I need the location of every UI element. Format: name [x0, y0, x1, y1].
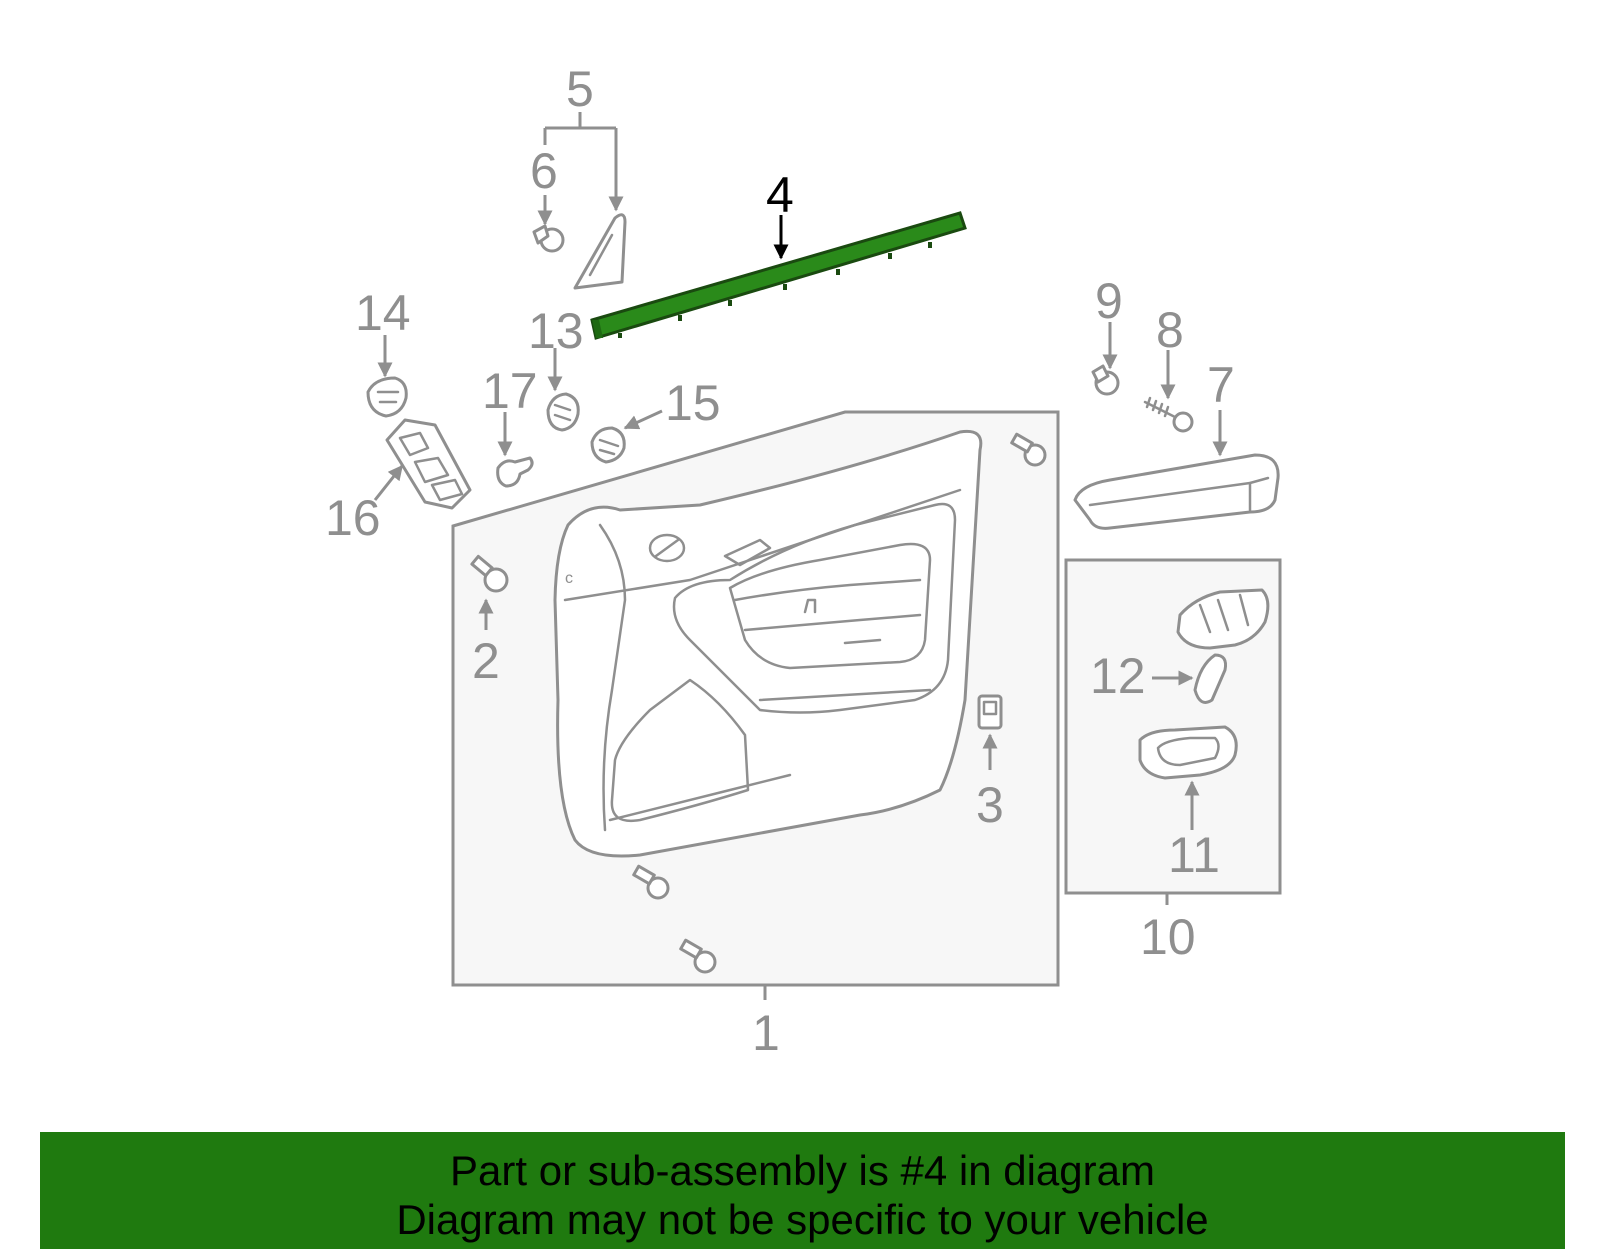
clip-lower-2-icon — [679, 938, 717, 974]
clip-lower-1-icon — [632, 864, 670, 900]
label-8: 8 — [1156, 302, 1184, 358]
part-17-fastener-icon — [496, 412, 534, 488]
banner-line-2: Diagram may not be specific to your vehi… — [396, 1196, 1209, 1243]
label-15: 15 — [665, 375, 721, 431]
label-17: 17 — [482, 363, 538, 419]
part-11-bezel-icon — [1138, 725, 1238, 830]
label-12: 12 — [1090, 648, 1146, 704]
label-2: 2 — [472, 633, 500, 689]
part-5-bracket-leader — [543, 112, 624, 212]
label-1: 1 — [752, 1005, 780, 1061]
label-3: 3 — [976, 777, 1004, 833]
clip-upper-right-icon — [1010, 432, 1047, 467]
label-13: 13 — [528, 303, 584, 359]
part-14-switch-icon — [366, 335, 408, 418]
part-15-clip-icon — [590, 409, 663, 464]
label-7: 7 — [1207, 357, 1235, 413]
part-4-molding — [590, 211, 967, 340]
part-7-armrest — [1073, 410, 1280, 530]
part-3-switch-icon — [977, 694, 1003, 770]
label-6: 6 — [530, 143, 558, 199]
svg-text:c: c — [565, 570, 573, 587]
label-11: 11 — [1168, 827, 1220, 883]
part-16-master-switch-icon — [373, 418, 472, 510]
part-8-screw-icon — [1143, 350, 1194, 433]
part-10-switch-icon — [1176, 588, 1270, 650]
banner-line-1: Part or sub-assembly is #4 in diagram — [450, 1147, 1155, 1194]
label-16: 16 — [325, 490, 381, 546]
info-banner: Part or sub-assembly is #4 in diagram Di… — [40, 1132, 1565, 1249]
part-6-nut-icon — [532, 195, 565, 253]
label-14: 14 — [355, 285, 411, 341]
part-5-cover-icon — [573, 213, 627, 290]
label-9: 9 — [1095, 273, 1123, 329]
part-12-knob-icon — [1152, 653, 1227, 704]
part-2-clip-icon — [470, 554, 509, 630]
label-5: 5 — [566, 61, 594, 117]
part-13-clip-icon — [546, 348, 580, 432]
label-4: 4 — [766, 167, 794, 223]
label-10: 10 — [1140, 909, 1196, 965]
door-trim-panel: c — [553, 429, 983, 858]
part-9-nut-icon — [1091, 322, 1120, 396]
